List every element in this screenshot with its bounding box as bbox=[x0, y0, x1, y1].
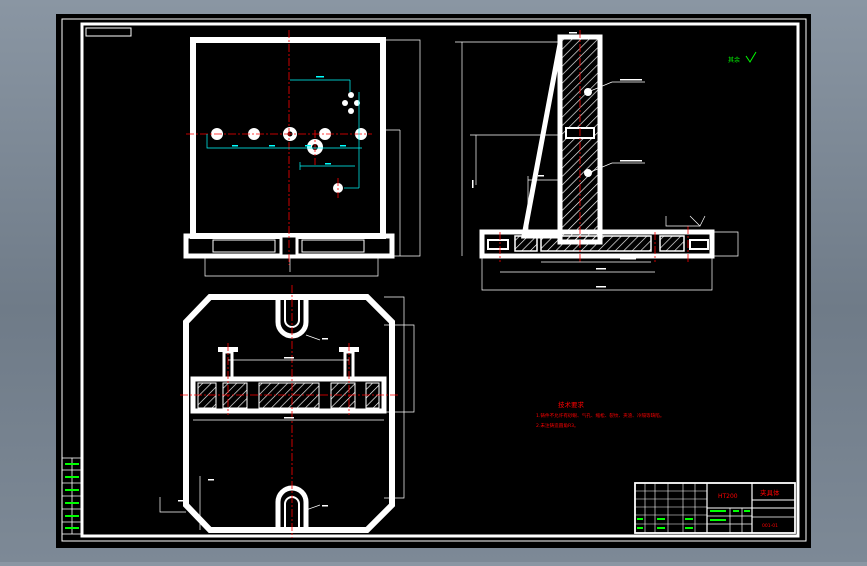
top-dim-text bbox=[178, 338, 328, 507]
front-centerlines bbox=[186, 30, 372, 265]
drawing-number-box bbox=[85, 27, 132, 37]
part-name-text: 夹具体 bbox=[760, 488, 780, 497]
front-dimensions bbox=[206, 79, 362, 189]
model-space bbox=[56, 14, 811, 548]
roughness-label: 其余 bbox=[728, 56, 740, 64]
front-outline-dims bbox=[204, 39, 421, 277]
side-text bbox=[472, 32, 642, 288]
title-block-small-text bbox=[637, 510, 750, 529]
left-margin-table bbox=[61, 457, 83, 535]
top-dimensions bbox=[159, 296, 415, 530]
requirements-title: 技术要求 bbox=[558, 400, 585, 409]
drawing-code-text: 001-01 bbox=[762, 523, 778, 529]
side-centerlines bbox=[499, 30, 689, 262]
roughness-symbol-icon: 其余 bbox=[728, 51, 757, 64]
technical-requirements: 技术要求 1.铸件不允许有砂眼、气孔、缩松、裂纹、夹渣、冷隔等缺陷。 2.未注铸… bbox=[536, 400, 664, 429]
outer-border bbox=[61, 18, 807, 542]
material-text: HT200 bbox=[718, 493, 738, 500]
front-dimension-text bbox=[232, 76, 346, 165]
requirement-1: 1.铸件不允许有砂眼、气孔、缩松、裂纹、夹渣、冷隔等缺陷。 bbox=[536, 412, 664, 419]
hole-row bbox=[211, 92, 367, 193]
inner-border bbox=[80, 22, 800, 538]
side-leaders bbox=[455, 41, 739, 291]
requirement-2: 2.未注铸造圆角R3。 bbox=[536, 422, 579, 429]
title-block bbox=[634, 482, 796, 534]
top-centerlines bbox=[180, 285, 398, 538]
